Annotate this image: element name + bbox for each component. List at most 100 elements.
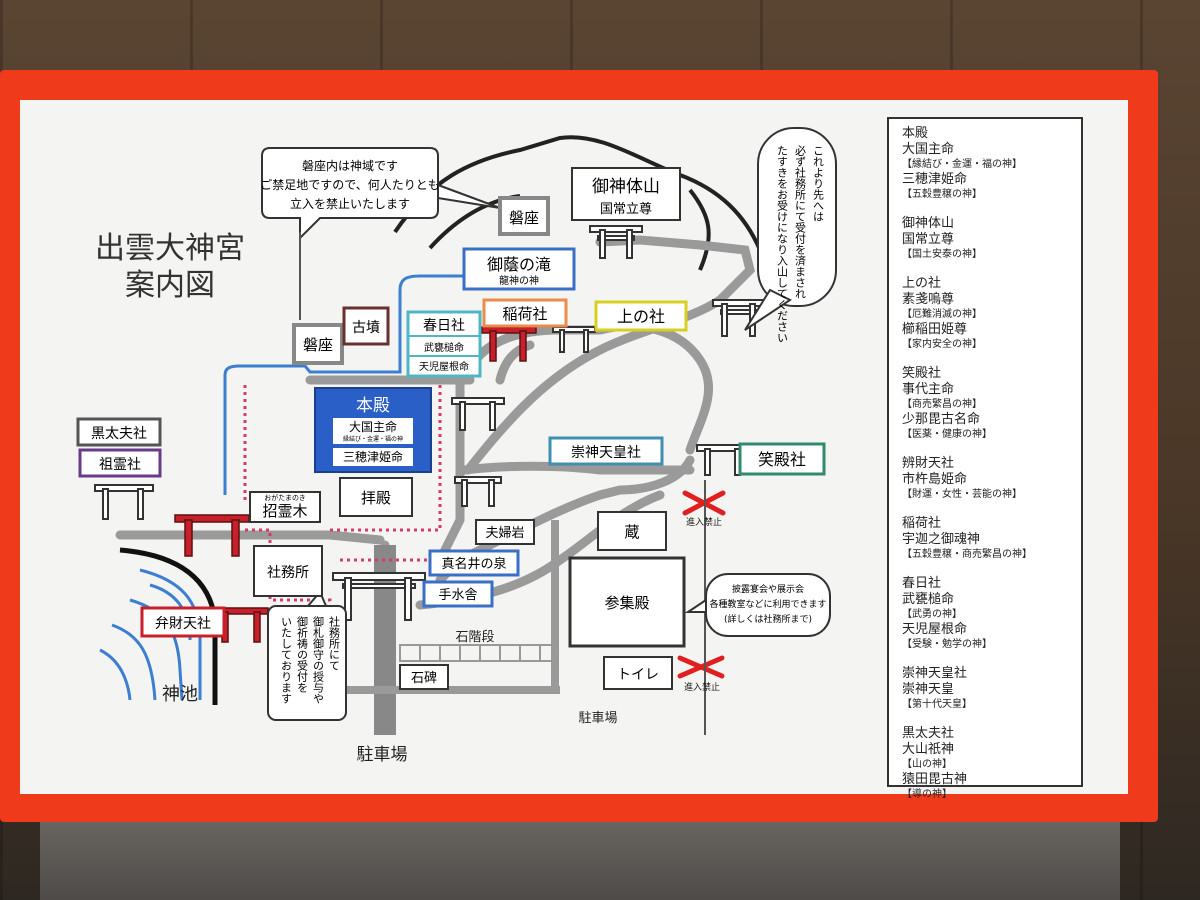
legend-shrine-name: 崇神天皇社 <box>902 665 967 681</box>
legend-shrine-name: 笑殿社 <box>902 365 941 381</box>
legend-blessing: 【厄難消滅の神】 <box>902 307 982 320</box>
kura-box: 蔵 <box>597 511 667 551</box>
mountain-ridge-right <box>688 188 711 271</box>
iwakura-top-label: 磐座 <box>509 209 539 227</box>
kasuga-box: 春日社 武甕槌命 天児屋根命 <box>406 310 482 378</box>
sanshuden-label: 参集殿 <box>604 594 649 612</box>
temizuya-label: 手水舎 <box>438 588 477 603</box>
sujin-label: 崇神天皇社 <box>571 445 641 461</box>
kasuga-deity2: 天児屋根命 <box>419 360 469 373</box>
legend-blessing: 【五穀豊穣の神】 <box>902 187 982 200</box>
torii-white-gates <box>94 225 766 621</box>
torii-gate-main <box>332 572 426 621</box>
haiden-label: 拝殿 <box>361 489 391 507</box>
sujin-box: 崇神天皇社 <box>548 436 664 466</box>
inari-label: 稲荷社 <box>502 305 547 323</box>
sanshuden-notice-line2: 各種教室などに利用できます <box>709 598 826 610</box>
iwakura-notice-line1: 磐座内は神域です <box>302 158 398 173</box>
legend-deity: 少那毘古名命 <box>902 411 980 427</box>
shamusho-notice: 社務所にて 御札御守の授与や 御祈祷の受付を いたしております <box>267 590 347 721</box>
legend-blessing: 【医薬・健康の神】 <box>902 427 992 440</box>
kaminoyashiro-box: 上の社 <box>594 300 688 332</box>
legend-shrine-name: 上の社 <box>902 275 941 291</box>
legend-blessing: 【山の神】 <box>902 757 952 770</box>
benzaiten-label: 弁財天社 <box>155 616 211 632</box>
legend-blessing: 【五穀豊穣・商売繁昌の神】 <box>902 547 1032 560</box>
inari-box: 稲荷社 <box>482 298 568 328</box>
torii-gate-shoreiboku <box>174 514 250 557</box>
legend-blessing: 【導の神】 <box>902 787 952 800</box>
legend-deity: 武甕槌命 <box>902 591 954 607</box>
entry-notice-line1: これより先へは <box>812 145 825 222</box>
legend-shrine-name: 辨財天社 <box>902 455 954 471</box>
legend-blessing: 【第十代天皇】 <box>902 697 972 710</box>
iwakura-notice-line2: ご禁足地ですので、何人たりとも <box>260 177 440 192</box>
mikage-falls-sub: 龍神の神 <box>499 274 539 287</box>
shamusho-notice-line3: 御祈祷の受付を <box>296 615 309 693</box>
parking-sub-label: 駐車場 <box>578 711 617 726</box>
legend-deity: 大山祇神 <box>902 742 954 757</box>
torii-gate-summit <box>589 225 643 259</box>
haiden-box: 拝殿 <box>339 477 413 517</box>
legend-deity: 事代主命 <box>902 381 954 397</box>
sorei-label: 祖霊社 <box>99 457 141 473</box>
shoreiboku-label: 招霊木 <box>262 502 307 520</box>
manai-box: 真名井の泉 <box>428 549 520 577</box>
kaminoyashiro-label: 上の社 <box>617 307 665 326</box>
waraidono-label: 笑殿社 <box>758 450 806 469</box>
sorei-box: 祖霊社 <box>78 448 162 478</box>
legend-deity: 国常立尊 <box>902 231 954 247</box>
mikage-falls-label: 御蔭の滝 <box>487 255 551 274</box>
entry-notice: これより先へは 必ず社務所にて受付を済まされ たすきをお受けになり入山してくださ… <box>744 127 837 343</box>
legend-blessing: 【受験・勉学の神】 <box>902 637 992 650</box>
entry-notice-line2: 必ず社務所にて受付を済まされ <box>794 145 807 299</box>
kofun-label: 古墳 <box>352 320 380 336</box>
iwakura-top-box: 磐座 <box>498 196 550 236</box>
meoto-label: 夫婦岩 <box>485 525 524 541</box>
waraidono-box: 笑殿社 <box>738 442 826 476</box>
legend-deity: 素戔嗚尊 <box>902 291 954 307</box>
shamusho-notice-line2: 御札御守の授与や <box>312 615 325 704</box>
no-entry-cross-lower <box>677 655 725 679</box>
toilet-box: トイレ <box>603 656 673 690</box>
iwakura-notice: 磐座内は神域です ご禁足地ですので、何人たりとも 立入を禁止いたします <box>260 147 501 320</box>
sanshuden-notice: 披露宴会や展示会 各種教室などに利用できます (詳しくは社務所まで) <box>684 573 831 637</box>
legend-blessing: 【商売繁昌の神】 <box>902 397 982 410</box>
kura-label: 蔵 <box>624 523 639 541</box>
shoreiboku-ruby: おがたまのき <box>264 493 306 502</box>
stone-steps <box>399 644 559 662</box>
manai-label: 真名井の泉 <box>441 556 506 572</box>
goshintaisan-label: 御神体山 <box>592 177 660 197</box>
mikage-falls-box: 御蔭の滝 龍神の神 <box>462 247 576 291</box>
kasuga-label: 春日社 <box>423 318 465 334</box>
legend-shrine-name: 稲荷社 <box>902 515 941 531</box>
legend-list: 本殿大国主命【縁結び・金運・福の神】三穂津姫命【五穀豊穣の神】御神体山国常立尊【… <box>902 126 1032 800</box>
legend-panel <box>887 117 1083 787</box>
shoreiboku-box: おがたまのき 招霊木 <box>249 491 321 523</box>
honden-deity1-blessing: 縁結び・金運・福の神 <box>343 435 403 443</box>
legend-blessing: 【武勇の神】 <box>902 607 962 620</box>
shinchi-label: 神池 <box>162 684 198 705</box>
legend-deity: 崇神天皇 <box>902 682 954 697</box>
legend-deity: 天児屋根命 <box>902 621 967 637</box>
shamusho-label: 社務所 <box>267 565 309 581</box>
meoto-box: 夫婦岩 <box>475 519 535 545</box>
legend-blessing: 【家内安全の神】 <box>902 337 982 350</box>
legend-deity: 三穂津姫命 <box>902 171 967 187</box>
legend-blessing: 【財運・女性・芸能の神】 <box>902 487 1022 500</box>
sanshuden-notice-line3: (詳しくは社務所まで) <box>724 613 812 625</box>
stream-line <box>223 274 465 495</box>
honden-label: 本殿 <box>356 396 390 416</box>
entry-notice-line3: たすきをお受けになり入山してください <box>776 145 789 343</box>
no-entry-label-lower: 進入禁止 <box>684 681 720 693</box>
kunitokotachi-label: 国常立尊 <box>600 201 652 217</box>
parking-main-label: 駐車場 <box>357 745 408 765</box>
iwakura-left-label: 磐座 <box>303 336 333 354</box>
torii-gate-kuroday <box>94 484 154 520</box>
sekihi-label: 石碑 <box>411 670 437 686</box>
kofun-box: 古墳 <box>342 306 390 346</box>
legend-shrine-name: 本殿 <box>902 126 928 141</box>
honden-deity1: 大国主命 <box>349 419 397 434</box>
